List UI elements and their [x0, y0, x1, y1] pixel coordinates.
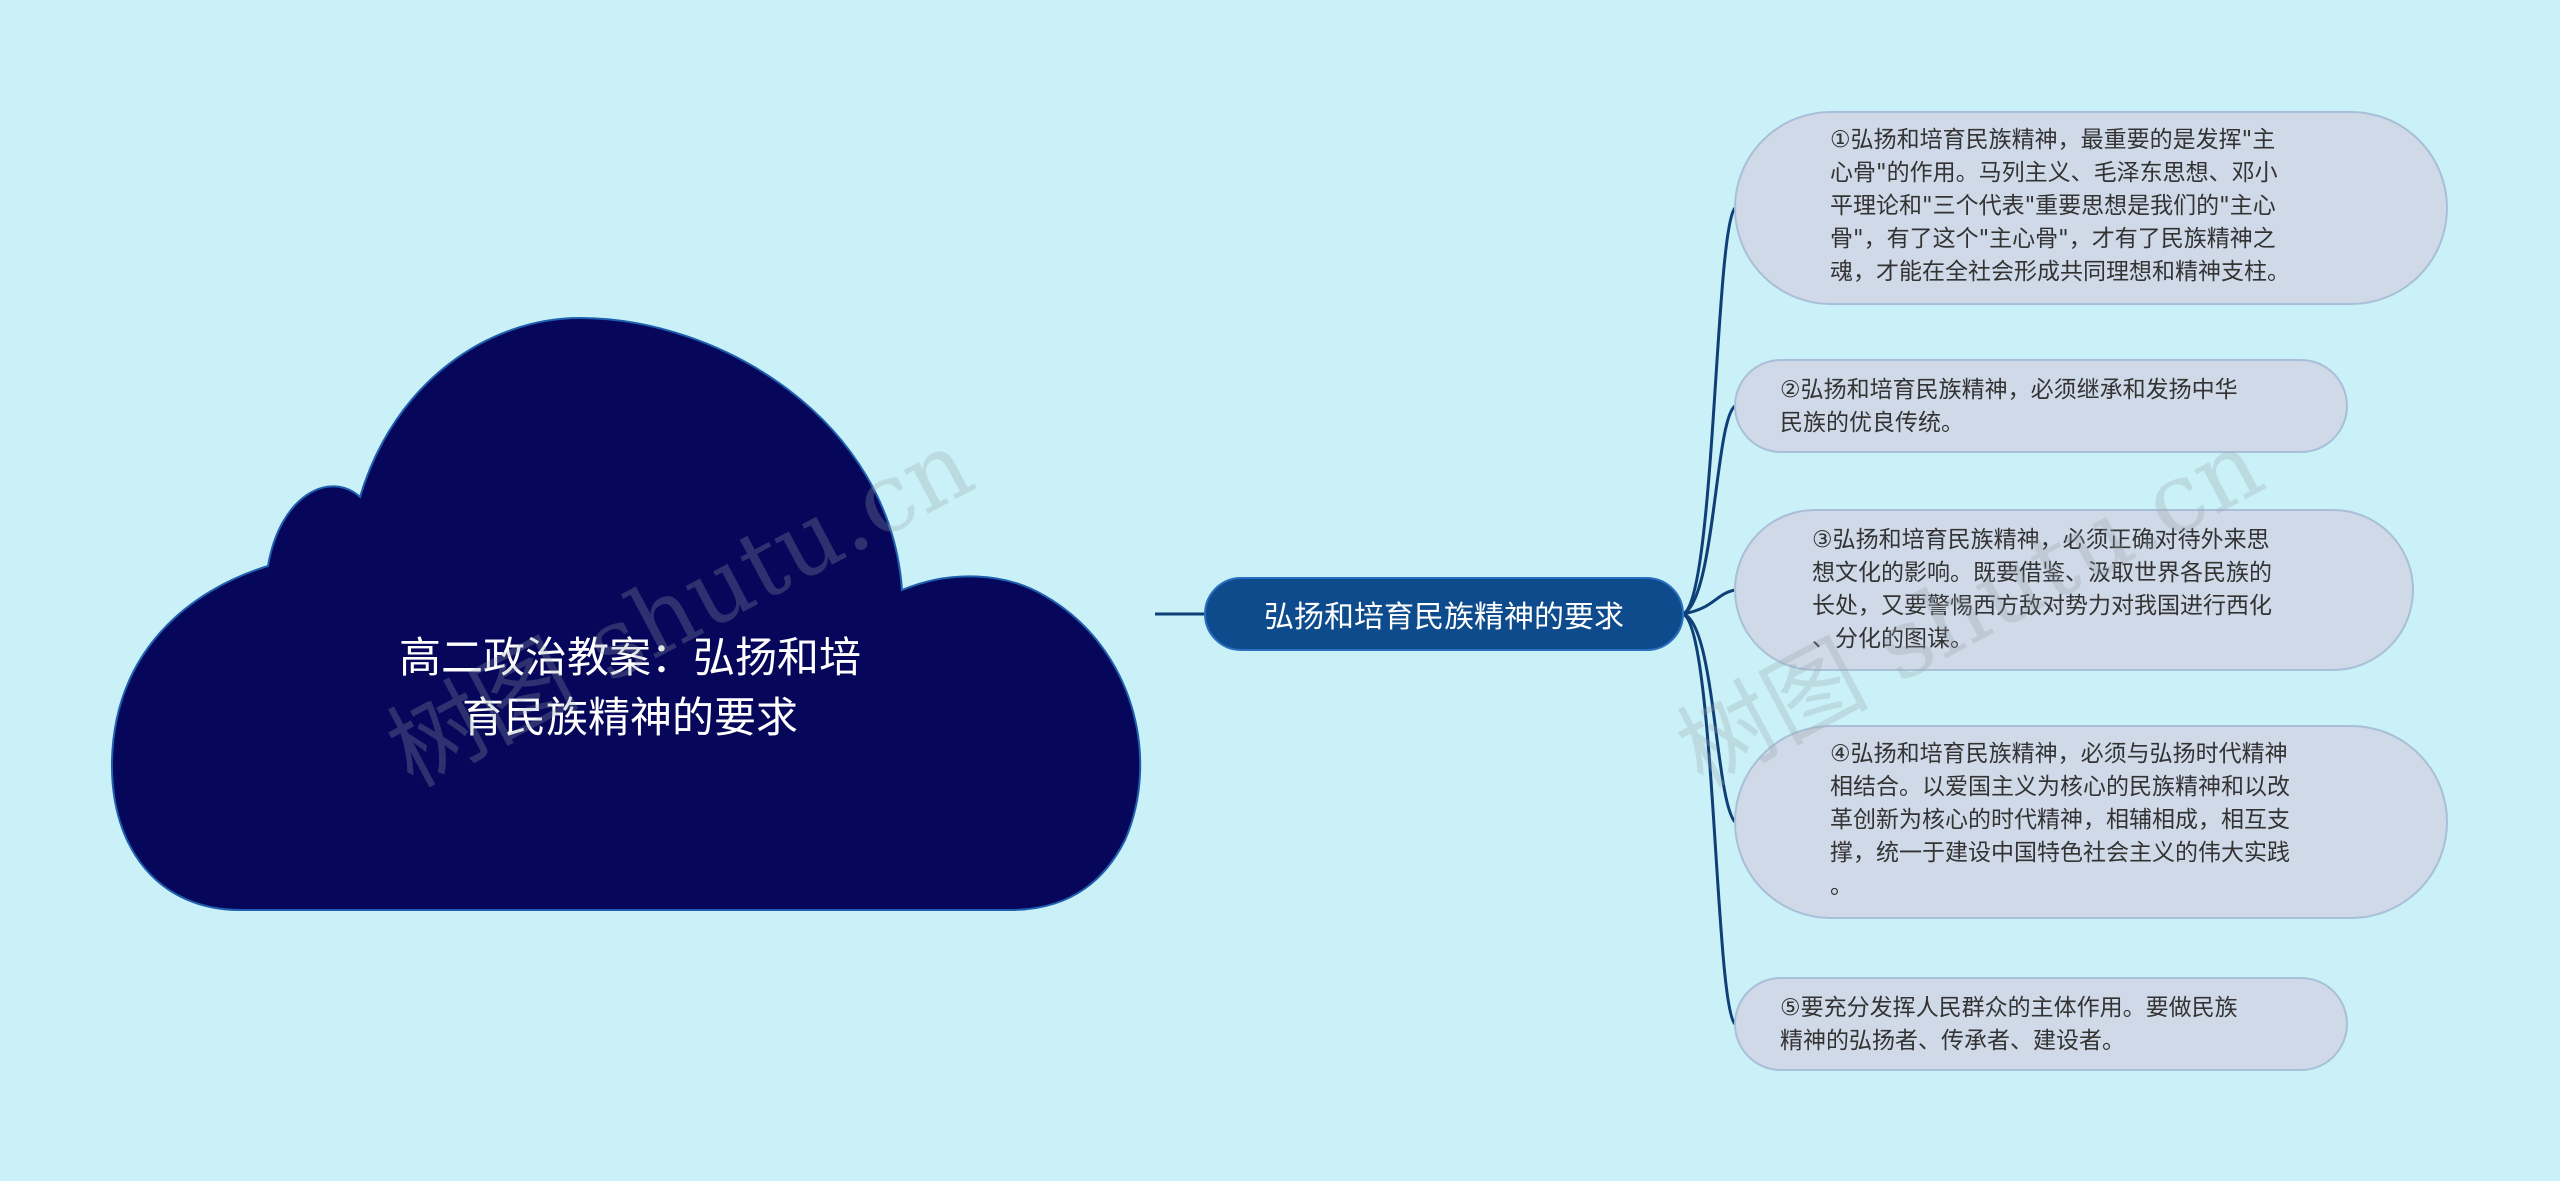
- root-cloud-shape: [110, 316, 1142, 911]
- leaf-4-line: 相结合。以爱国主义为核心的民族精神和以改: [1830, 774, 2290, 800]
- leaf-node-2-shape: [1734, 359, 2348, 453]
- connector-leaf-4: [1682, 612, 1737, 824]
- leaf-4-line: 撑，统一于建设中国特色社会主义的伟大实践: [1830, 840, 2290, 866]
- leaf-1-line: 魂，才能在全社会形成共同理想和精神支柱。: [1830, 259, 2290, 285]
- leaf-1-line: ①弘扬和培育民族精神，最重要的是发挥"主: [1830, 127, 2276, 153]
- leaf-2-line: ②弘扬和培育民族精神，必须继承和发扬中华: [1780, 377, 2238, 403]
- root-node-title[interactable]: 高二政治教案：弘扬和培 育民族精神的要求: [300, 628, 960, 748]
- leaf-node-5-shape: [1734, 977, 2348, 1071]
- leaf-node-1[interactable]: ①弘扬和培育民族精神，最重要的是发挥"主 心骨"的作用。马列主义、毛泽东思想、邓…: [1830, 124, 2290, 289]
- leaf-5-line: ⑤要充分发挥人民群众的主体作用。要做民族: [1780, 995, 2238, 1021]
- center-node[interactable]: 弘扬和培育民族精神的要求: [1205, 578, 1683, 650]
- leaf-4-line: 。: [1830, 873, 1853, 899]
- root-title-line-2: 育民族精神的要求: [461, 693, 798, 742]
- leaf-4-line: ④弘扬和培育民族精神，必须与弘扬时代精神: [1830, 741, 2288, 767]
- center-node-label: 弘扬和培育民族精神的要求: [1264, 600, 1624, 635]
- leaf-4-line: 革创新为核心的时代精神，相辅相成，相互支: [1830, 807, 2290, 833]
- leaf-node-3[interactable]: ③弘扬和培育民族精神，必须正确对待外来思 想文化的影响。既要借鉴、汲取世界各民族…: [1812, 524, 2272, 656]
- leaf-2-line: 民族的优良传统。: [1780, 410, 1964, 436]
- leaf-3-line: 长处，又要警惕西方敌对势力对我国进行西化: [1812, 593, 2272, 619]
- root-title-line-1: 高二政治教案：弘扬和培: [398, 633, 861, 682]
- leaf-1-line: 心骨"的作用。马列主义、毛泽东思想、邓小: [1830, 160, 2278, 186]
- leaf-node-4[interactable]: ④弘扬和培育民族精神，必须与弘扬时代精神 相结合。以爱国主义为核心的民族精神和以…: [1830, 738, 2290, 903]
- leaf-1-line: 平理论和"三个代表"重要思想是我们的"主心: [1830, 193, 2276, 219]
- leaf-node-1-shape: [1734, 111, 2448, 305]
- leaf-1-line: 骨"，有了这个"主心骨"，才有了民族精神之: [1830, 226, 2276, 252]
- connector-leaf-1: [1682, 207, 1737, 616]
- center-node-shape: [1204, 577, 1684, 651]
- connectors: [1155, 207, 1737, 1026]
- leaf-node-4-shape: [1734, 725, 2448, 919]
- leaf-3-line: ③弘扬和培育民族精神，必须正确对待外来思: [1812, 527, 2270, 553]
- leaf-node-5[interactable]: ⑤要充分发挥人民群众的主体作用。要做民族 精神的弘扬者、传承者、建设者。: [1780, 992, 2238, 1058]
- connector-leaf-2: [1682, 404, 1737, 616]
- leaf-3-line: 、分化的图谋。: [1812, 626, 1973, 652]
- leaf-5-line: 精神的弘扬者、传承者、建设者。: [1780, 1028, 2125, 1054]
- connector-leaf-5: [1682, 612, 1737, 1026]
- leaf-3-line: 想文化的影响。既要借鉴、汲取世界各民族的: [1812, 560, 2272, 586]
- connector-leaf-3: [1682, 588, 1736, 616]
- leaf-node-3-shape: [1734, 509, 2414, 671]
- leaf-node-2[interactable]: ②弘扬和培育民族精神，必须继承和发扬中华 民族的优良传统。: [1780, 374, 2238, 440]
